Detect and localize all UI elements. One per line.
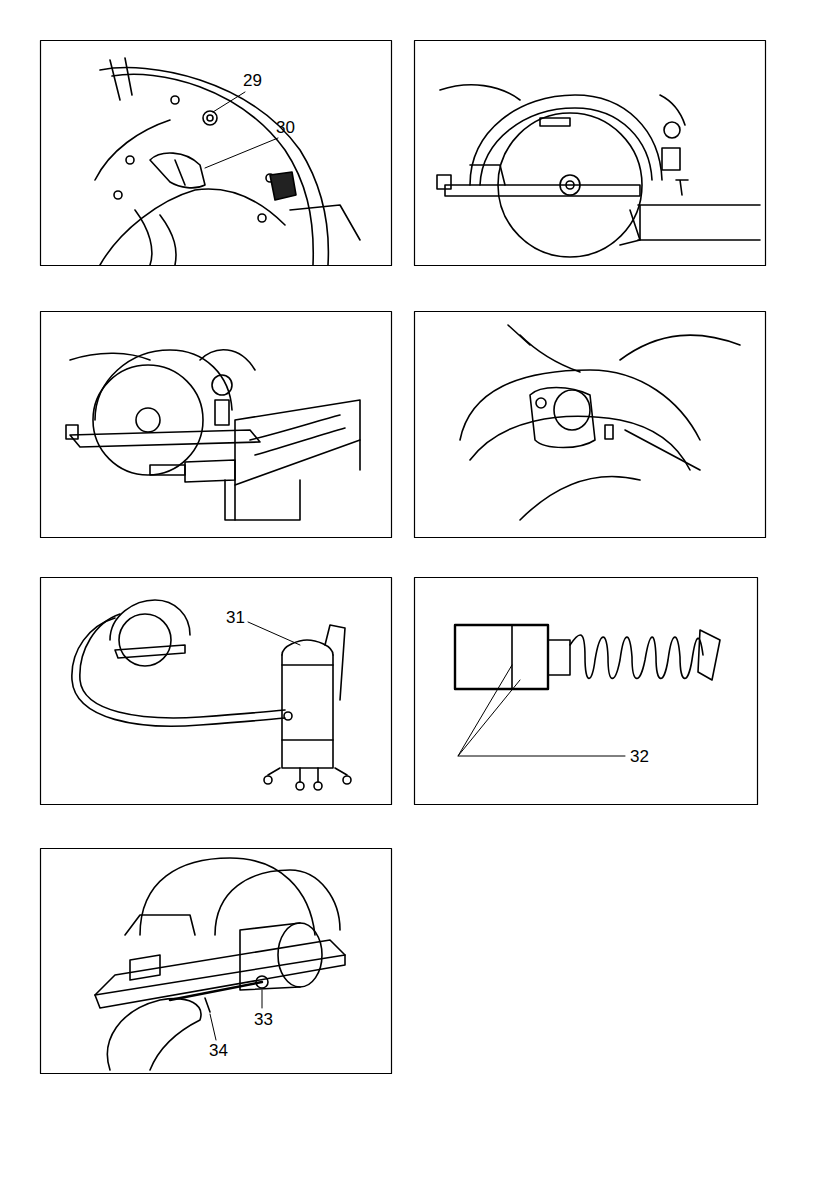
saw-side-view — [437, 85, 760, 257]
carbon-brush — [455, 625, 720, 756]
callout-number: 32 — [630, 748, 649, 765]
vacuum-setup — [72, 600, 351, 790]
callout-number: 29 — [243, 72, 262, 89]
panel-frames — [41, 41, 766, 1074]
rip-cut-view — [66, 350, 360, 520]
guard-closeup — [95, 58, 360, 265]
callout-number: 31 — [226, 609, 245, 626]
callout-number: 34 — [209, 1042, 228, 1059]
callout-number: 30 — [276, 119, 295, 136]
dust-nozzle — [460, 325, 740, 520]
callout-number: 33 — [254, 1011, 273, 1028]
wrench-adjustment — [95, 858, 345, 1070]
